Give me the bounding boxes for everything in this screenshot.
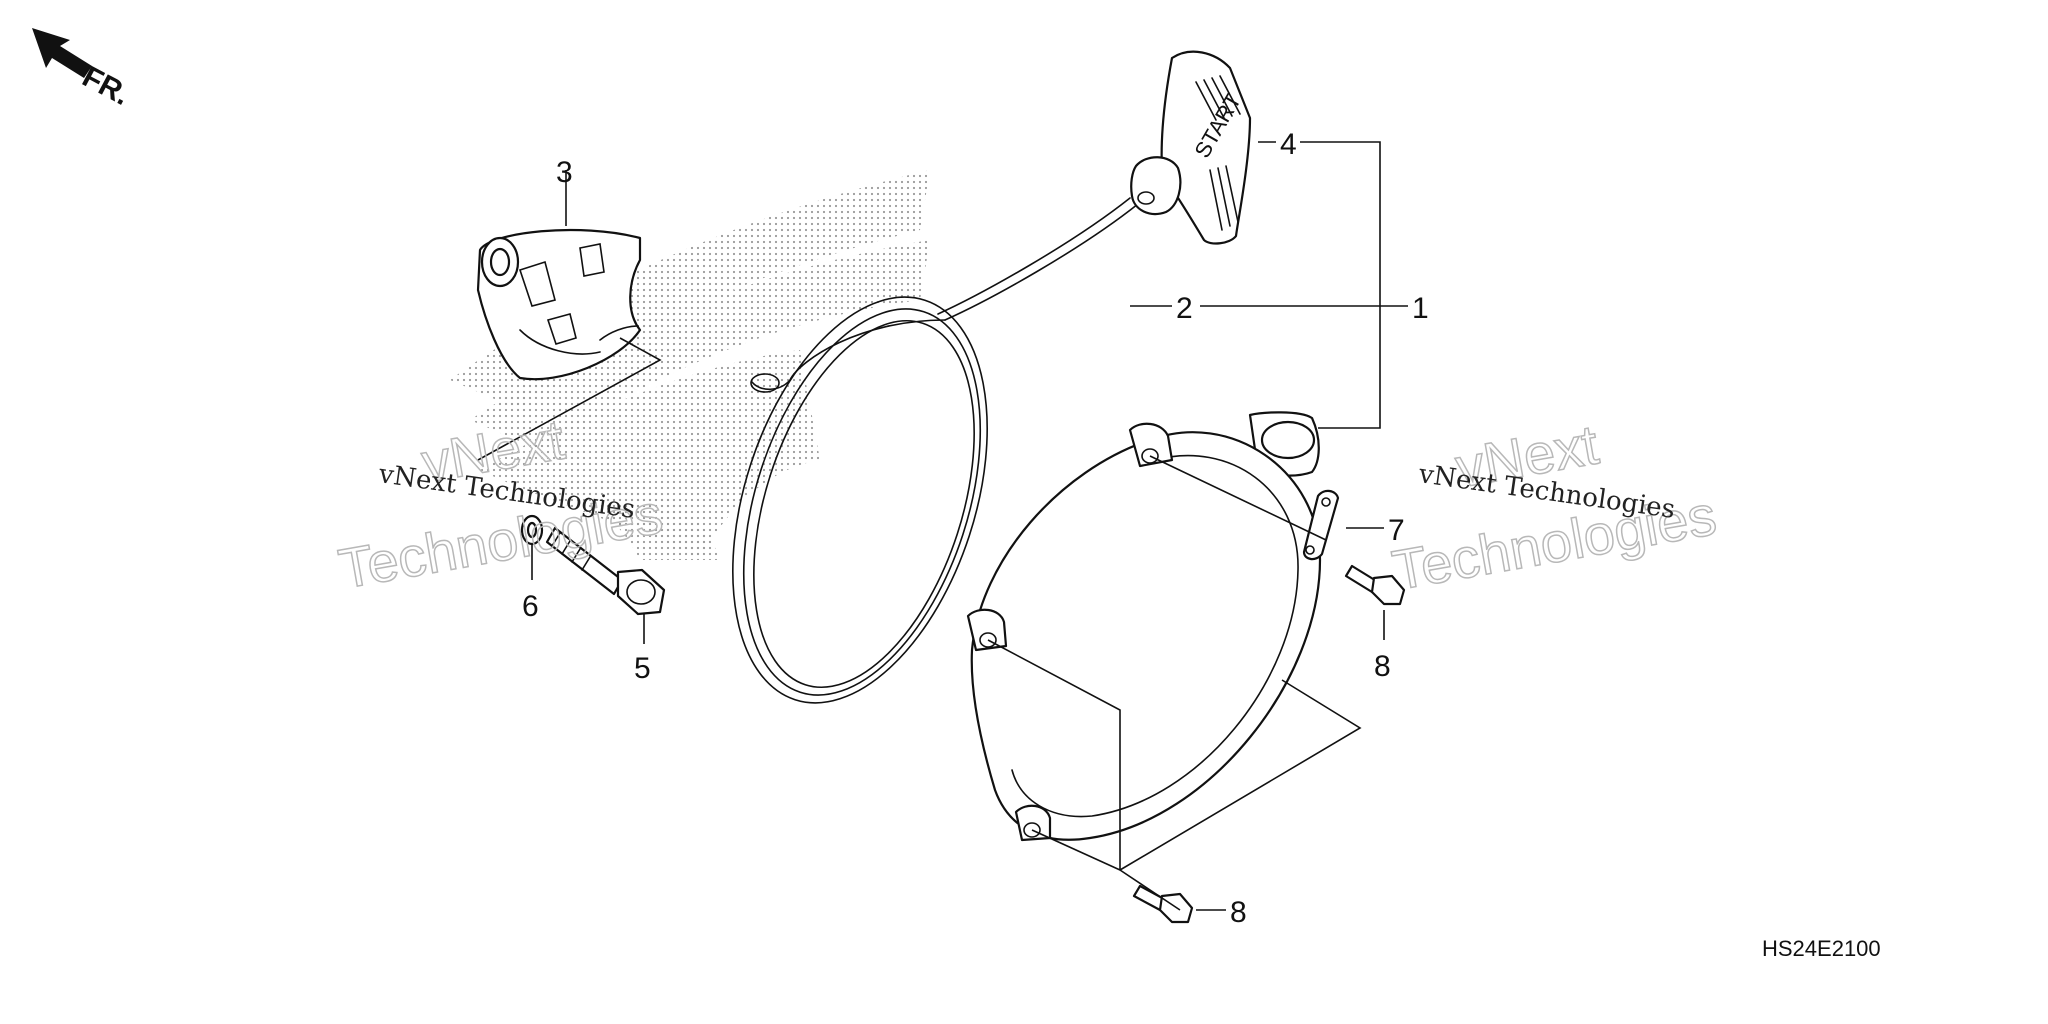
- callout-6: 6: [522, 590, 539, 623]
- starter-pulley-part[interactable]: [476, 228, 642, 381]
- direction-arrow-icon: [32, 28, 92, 78]
- recoil-starter-housing-part[interactable]: [966, 411, 1322, 842]
- stay-plate-part[interactable]: [1302, 489, 1340, 561]
- callout-2: 2: [1176, 292, 1193, 325]
- washer-part[interactable]: [520, 514, 544, 546]
- front-direction-indicator: FR.: [32, 28, 135, 112]
- callout-4: 4: [1280, 128, 1297, 161]
- starter-grip-part[interactable]: START: [1130, 50, 1252, 245]
- leader-lines: [477, 141, 1408, 911]
- flange-bolt-part[interactable]: [545, 526, 666, 616]
- grip-ribs: [1195, 75, 1241, 231]
- flange-bolt-8-upper[interactable]: [1344, 564, 1406, 606]
- starter-rope-part[interactable]: [686, 197, 1139, 735]
- callout-3: 3: [556, 156, 573, 189]
- callout-7: 7: [1388, 514, 1405, 547]
- flange-bolt-8-lower[interactable]: [1132, 884, 1194, 924]
- callout-1: 1: [1412, 292, 1429, 325]
- callout-8-upper: 8: [1374, 650, 1391, 683]
- callout-numbers: 3 4 2 1 6 5 7 8 8: [522, 128, 1429, 929]
- callout-8-lower: 8: [1230, 896, 1247, 929]
- callout-5: 5: [634, 652, 651, 685]
- diagram-code: HS24E2100: [1762, 936, 1881, 961]
